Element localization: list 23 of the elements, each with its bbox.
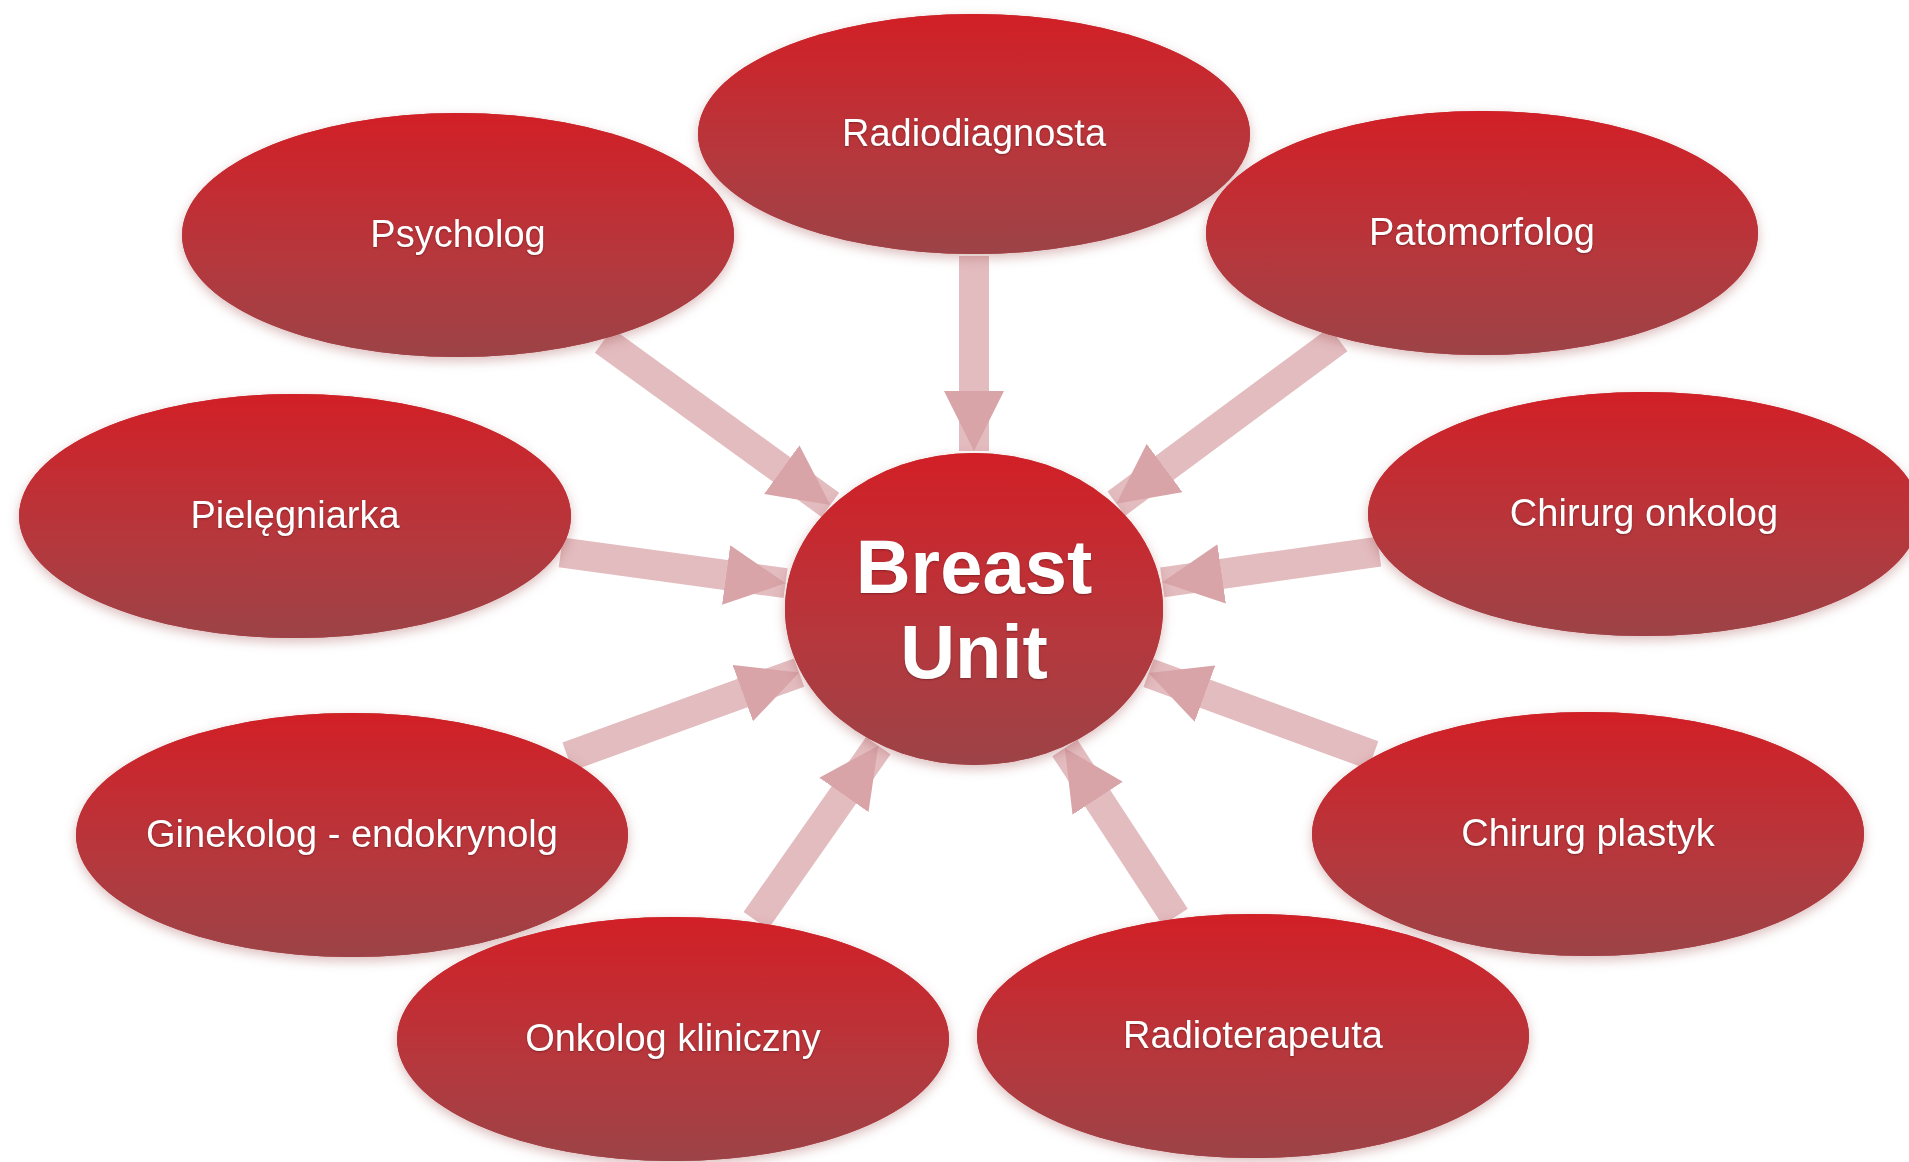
role-ellipse [1366, 390, 1909, 638]
block-arrow [1160, 536, 1382, 604]
center-title: Breast Unit [854, 523, 1094, 695]
role-label: Radiodiagnosta [840, 111, 1108, 157]
role-ellipse [1204, 109, 1760, 357]
role-ellipse [180, 111, 736, 359]
role-ellipse [975, 912, 1531, 1160]
role-label: Pielęgniarka [189, 493, 401, 539]
role-ellipse [696, 12, 1252, 256]
role-label: Chirurg onkolog [1508, 491, 1780, 537]
role-label: Patomorfolog [1368, 210, 1596, 256]
role-ellipse [395, 915, 951, 1162]
center-ellipse [783, 451, 1165, 767]
role-label: Onkolog kliniczny [524, 1016, 822, 1062]
role-ellipse [1310, 710, 1866, 958]
role-ellipse [17, 392, 573, 640]
role-label: Radioterapeuta [1122, 1013, 1384, 1059]
role-ellipse [74, 711, 630, 959]
role-label: Psycholog [369, 212, 547, 258]
block-arrow [558, 537, 788, 605]
role-label: Chirurg plastyk [1460, 811, 1716, 857]
role-label: Ginekolog - endokrynolg [145, 812, 559, 858]
block-arrow [944, 256, 1004, 451]
